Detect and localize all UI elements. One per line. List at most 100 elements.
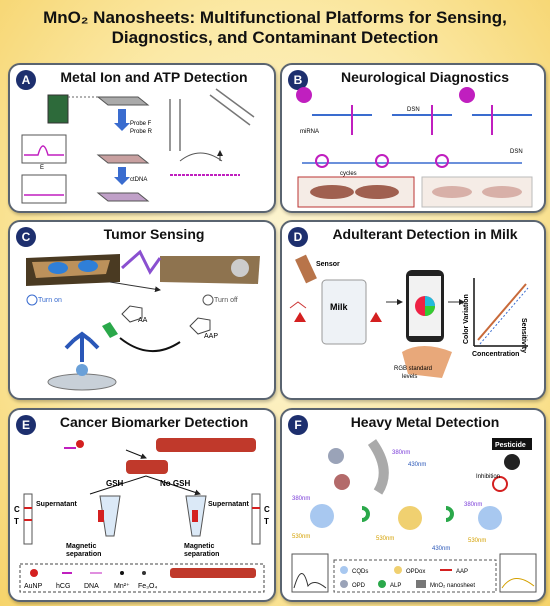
arrow-down-2: [114, 167, 130, 185]
label-probe-r: Probe R: [130, 129, 153, 135]
trend-line: [477, 283, 527, 341]
label-t-right: T: [264, 517, 269, 526]
electrode-plate-2: [96, 154, 150, 164]
pesticide-sign: [492, 438, 532, 450]
panel-d-diagram: Sensor Milk RGB standard levels Concentr…: [289, 254, 529, 380]
label-separation-left: separation: [66, 551, 101, 558]
panel-b-diagram: DSN DSN miRNA cycles: [296, 87, 533, 208]
label-dsn-1: DSN: [407, 107, 420, 113]
cqd-cluster-mid: [398, 506, 422, 530]
electrode-plate-1: [96, 96, 150, 106]
label-probe-f: Probe F: [130, 121, 152, 127]
legend-f-2: AAP: [456, 569, 468, 575]
warning-icon-right: [370, 312, 382, 322]
label-gsh: GSH: [106, 479, 124, 488]
panel-c-title: Tumor Sensing: [103, 226, 205, 242]
panel-a-diagram: Probe F Probe R ctDNA E: [21, 88, 255, 204]
sensor-strip: [295, 254, 317, 284]
label-turn-on: Turn on: [38, 297, 62, 304]
label-530nm-left: 530nm: [292, 534, 310, 540]
label-inhibition: Inhibition: [476, 474, 500, 480]
panel-c-diagram: Turn on Turn off AA AAP: [26, 249, 260, 391]
label-pesticide: Pesticide: [495, 442, 526, 449]
alp-enzyme-left: [362, 506, 370, 522]
legend-e-3: Mn²⁺: [114, 583, 130, 590]
cqd-cluster-left: [310, 504, 334, 528]
title-line-2: Diagnostics, and Contaminant Detection: [111, 28, 439, 47]
panel-e-title: Cancer Biomarker Detection: [59, 414, 249, 430]
electrode-plate-3: [96, 192, 150, 202]
legend-f-1: OPDox: [406, 569, 425, 575]
label-turn-off: Turn off: [214, 297, 238, 304]
skull-icon: [504, 454, 520, 470]
legend-f-4: ALP: [390, 583, 401, 589]
panel-f-title: Heavy Metal Detection: [350, 414, 500, 430]
badge-a: A: [16, 70, 36, 90]
spectrum-plot-right: [499, 553, 537, 593]
label-t-left: T: [14, 517, 19, 526]
signal-plot-1: [21, 134, 67, 164]
label-c-right: C: [264, 505, 270, 514]
label-530nm-right: 530nm: [468, 538, 486, 544]
panel-a: A Metal Ion and ATP Detection Probe F Pr…: [8, 63, 276, 213]
test-strip-right: [251, 493, 261, 545]
molecule-cluster-1: [328, 448, 344, 464]
badge-f: F: [288, 415, 308, 435]
label-separation-right: separation: [184, 551, 219, 558]
panel-c: C Tumor Sensing Turn on Turn off AA AAP: [8, 220, 276, 400]
spark-burst: [121, 249, 162, 275]
legend-f-3: OPD: [352, 583, 366, 589]
label-sensitivity: Sensitivity: [520, 318, 527, 353]
cqd-cluster-right: [478, 506, 502, 530]
label-530nm-mid: 530nm: [376, 536, 394, 542]
arrow-down-1: [114, 109, 130, 131]
label-concentration: Concentration: [472, 351, 519, 358]
hand: [402, 346, 452, 378]
label-magnetic-right: Magnetic: [184, 543, 214, 550]
label-c-left: C: [14, 505, 20, 514]
alp-enzyme-right: [446, 506, 454, 522]
milk-bottle: [321, 279, 367, 345]
legend-f-0: CQDs: [352, 569, 368, 575]
electrode-chip: [47, 94, 69, 124]
label-sensor: Sensor: [316, 261, 340, 268]
label-supernatant-left: Supernatant: [36, 501, 78, 508]
label-380nm-top: 380nm: [392, 450, 410, 456]
nanosheet-curl: [367, 439, 389, 495]
badge-d: D: [288, 227, 308, 247]
panel-f-diagram: 380nm 430nm Pesticide Inhibition 380nm 5…: [291, 438, 537, 593]
legend-e-4: Fe₃O₄: [138, 583, 157, 590]
legend-e-2: DNA: [84, 583, 99, 590]
badge-b: B: [288, 70, 308, 90]
star-probe-1: [296, 87, 312, 103]
label-supernatant-right: Supernatant: [208, 501, 250, 508]
signal-plot-2: [21, 174, 67, 204]
tube-left: [99, 495, 121, 537]
warning-icon-left: [294, 312, 306, 322]
figure-title: MnO₂ Nanosheets: Multifunctional Platfor…: [0, 8, 550, 48]
label-380nm-left: 380nm: [292, 496, 310, 502]
label-milk: Milk: [330, 302, 348, 312]
label-dsn-2: DSN: [510, 149, 523, 155]
panel-a-title: Metal Ion and ATP Detection: [60, 69, 248, 85]
label-aa: AA: [138, 317, 148, 324]
star-probe-2: [459, 87, 475, 103]
legend-f-5: MnO₂ nanosheet: [430, 583, 475, 589]
enzyme-label: [102, 322, 118, 338]
badge-e: E: [16, 415, 36, 435]
legend-e-0: AuNP: [24, 583, 43, 590]
panel-b-title: Neurological Diagnostics: [340, 69, 510, 85]
nanosheet-strip-mid: [126, 460, 168, 474]
panel-b: B Neurological Diagnostics DSN DSN miRNA…: [280, 63, 546, 213]
label-aap: AAP: [204, 333, 218, 340]
label-color-variation: Color Variation: [463, 294, 470, 344]
label-mirna: miRNA: [300, 129, 319, 135]
panel-f: F Heavy Metal Detection 380nm 430nm Pest…: [280, 408, 546, 602]
antibody-icon: [64, 331, 100, 362]
label-levels: levels: [402, 374, 417, 380]
panel-d: D Adulterant Detection in Milk Sensor Mi…: [280, 220, 546, 400]
legend-e-1: hCG: [56, 583, 70, 590]
label-430nm-top: 430nm: [408, 462, 426, 468]
inhibition-icon: [492, 476, 508, 492]
label-no-gsh: No GSH: [160, 479, 190, 488]
